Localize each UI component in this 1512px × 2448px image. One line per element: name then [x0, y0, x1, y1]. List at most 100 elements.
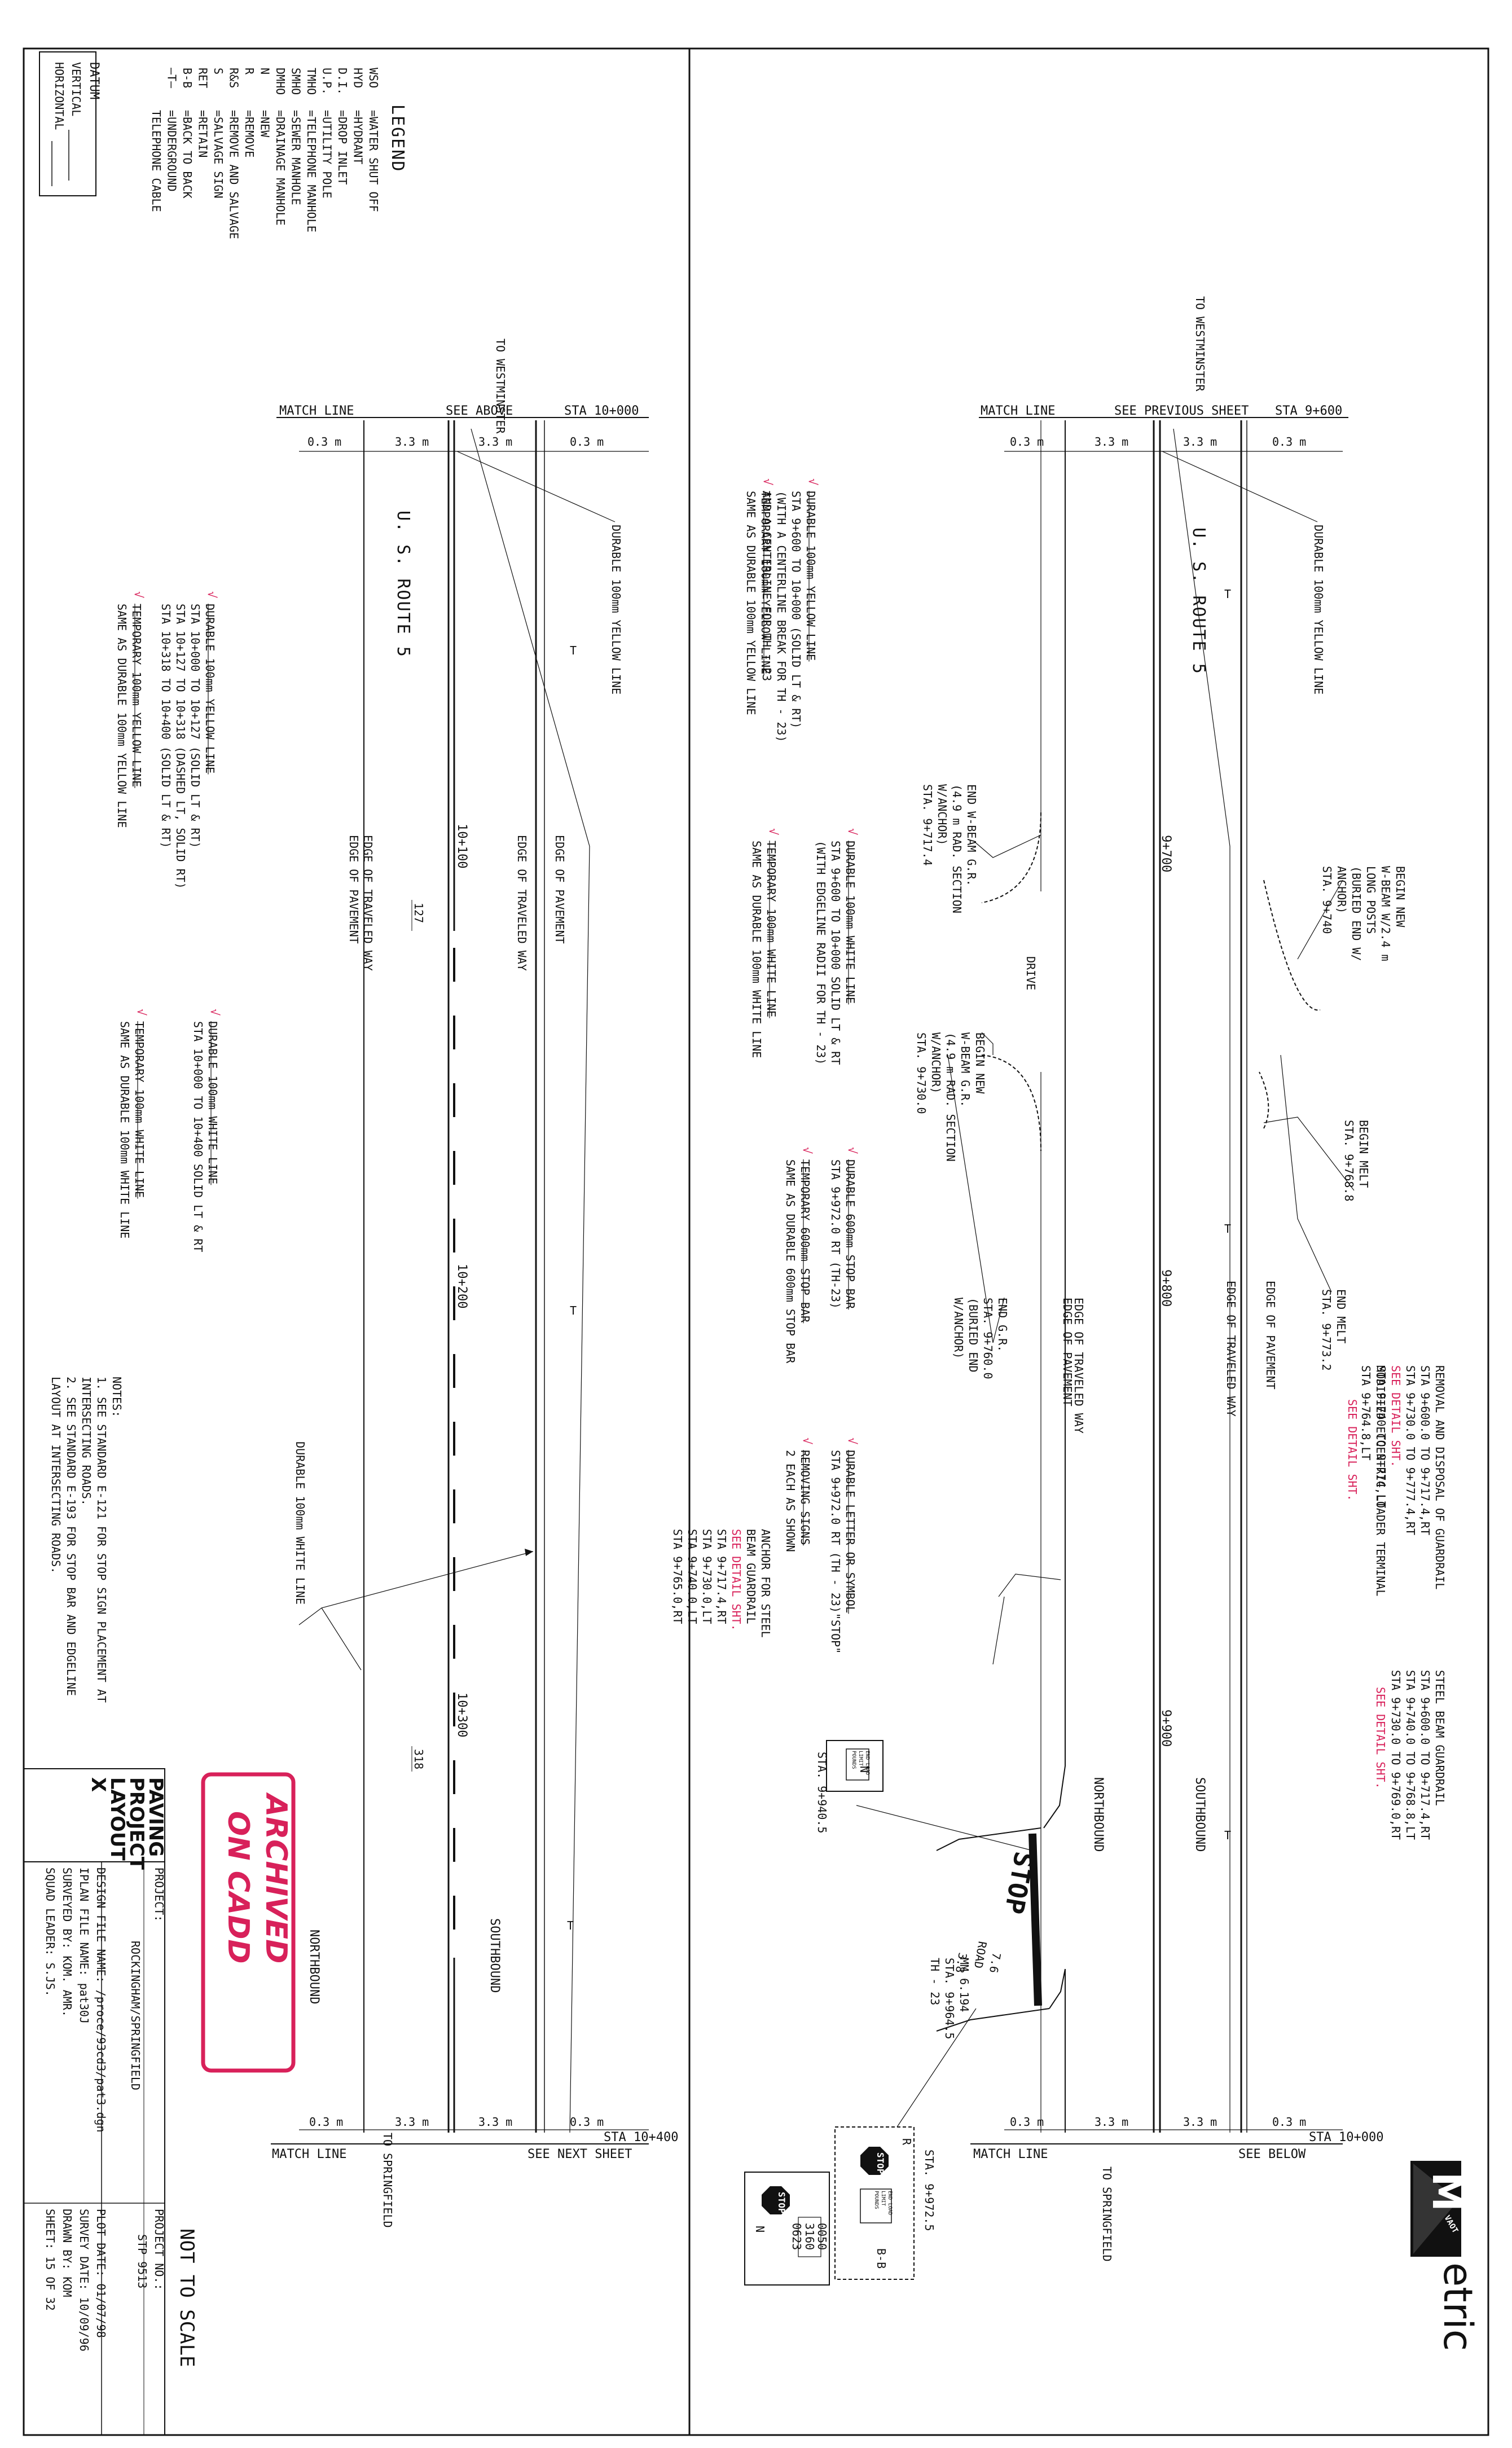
- sign-post-3: 0623: [790, 2223, 803, 2250]
- legend-abbr-8: R: [243, 68, 256, 75]
- title-line-3: X: [87, 1777, 109, 1792]
- svg-text:T: T: [1224, 1222, 1231, 1236]
- steel-beam-note-line-2: STA 9+740.0 TO 9+768.8,LT: [1404, 1670, 1417, 1840]
- legend-abbr-7: N: [258, 68, 272, 74]
- legend-desc-3: =UTILITY POLE: [320, 110, 334, 199]
- to-springfield-right: TO SPRINGFIELD: [1100, 2166, 1114, 2262]
- datum-title: DATUM: [87, 62, 101, 99]
- left-road-panel: TO WESTMINSTER TO SPRINGFIELD MATCH LINE…: [49, 339, 820, 2228]
- drawn-by: DRAWN BY: KOM: [60, 2209, 74, 2297]
- temp-white-note-right-line-1: SAME AS DURABLE 100mm WHITE LINE: [750, 841, 763, 1058]
- legend-abbr-5: SMHO: [289, 68, 303, 95]
- notes-left-line-1: 1. SEE STANDARD E-121 FOR STOP SIGN PLAC…: [95, 1377, 108, 1703]
- drive-label: DRIVE: [1024, 956, 1038, 990]
- begin-wbeam-note-2-line-3: W/ANCHOR): [929, 1032, 943, 1093]
- legend-abbr-1: HYD: [351, 68, 365, 88]
- modified-terminal-note-line-0: MODIFIED ECCENTRIC LOADER TERMINAL: [1374, 1365, 1387, 1596]
- northbound-left: NORTHBOUND: [307, 1930, 321, 2004]
- white-line-note-right-line-0: DURABLE 100mm WHITE LINE: [843, 841, 857, 1004]
- station-10300: 10+300: [455, 1693, 469, 1737]
- legend-desc-13: =UNDERGROUND: [165, 110, 179, 192]
- legend-abbr-6: DMHO: [274, 68, 287, 95]
- end-wbeam-note: END W-BEAM G.R.(4.9 m RAD. SECTIONW/ANCH…: [921, 784, 978, 913]
- logo-brand: etric: [1435, 2262, 1481, 2351]
- dim-33-right-b: 3.3 m: [1183, 435, 1217, 449]
- svg-text:T: T: [1224, 587, 1231, 601]
- legend-desc-14: TELEPHONE CABLE: [150, 110, 163, 212]
- yellow-note2-left-line-3: STA 10+318 TO 10+400 (SOLID LT & RT): [159, 604, 173, 848]
- temp-stop-bar-note-check: √: [801, 1147, 814, 1154]
- sta-end-right: STA 10+000: [1309, 2130, 1383, 2144]
- yellow-note-left-line-2: (WITH A CENTERLINE BREAK FOR TH - 23): [775, 491, 788, 742]
- temp-yellow2-left-line-1: SAME AS DURABLE 100mm YELLOW LINE: [115, 604, 129, 828]
- legend-desc-5: =SEWER MANHOLE: [289, 110, 303, 205]
- sign-3-n: N: [753, 2226, 767, 2232]
- sta-start-right: STA 9+600: [1275, 404, 1342, 418]
- see-next-sheet: SEE NEXT SHEET: [528, 2147, 632, 2161]
- project-name: ROCKINGHAM/SPRINGFIELD: [129, 1941, 142, 2090]
- see-above-label: SEE ABOVE: [446, 404, 513, 418]
- yellow-note2-left-line-1: STA 10+000 TO 10+127 (SOLID LT & RT): [188, 604, 202, 848]
- steel-beam-note-line-0: STEEL BEAM GUARDRAIL: [1433, 1670, 1447, 1806]
- svg-text:T: T: [570, 1304, 577, 1317]
- anchor-steel-note-line-0: ANCHOR FOR STEEL: [759, 1529, 772, 1638]
- see-previous-sheet: SEE PREVIOUS SHEET: [1114, 404, 1249, 418]
- northbound-right: NORTHBOUND: [1091, 1777, 1105, 1852]
- route-label-left: U. S. ROUTE 5: [393, 511, 413, 658]
- project-no: STP 9513: [135, 2234, 149, 2288]
- legend-title: LEGEND: [388, 104, 407, 172]
- dim-33-right-a: 3.3 m: [1095, 435, 1128, 449]
- dim-03-left-d: 0.3 m: [570, 2115, 604, 2129]
- removing-signs-note-check: √: [801, 1438, 814, 1444]
- legend-desc-8: =REMOVE: [243, 110, 256, 157]
- temp-white-left-line-0: TEMPORARY 100mm WHITE LINE: [133, 1021, 146, 1198]
- yellow-note-left-line-0: DURABLE 100mm YELLOW LINE: [804, 491, 817, 661]
- legend-abbr-2: D.I.: [336, 68, 349, 95]
- legend-abbr-12: B-B: [181, 68, 194, 88]
- dim-03-right-c: 0.3 m: [1010, 2115, 1044, 2129]
- end-wbeam-note-line-0: END W-BEAM G.R.: [965, 784, 978, 886]
- legend-desc-12: =BACK TO BACK: [181, 110, 194, 199]
- begin-wbeam-note-2-line-2: (4.9 m RAD. SECTION: [944, 1032, 957, 1162]
- road-text: ROAD: [972, 1940, 990, 1970]
- sta-end-left: STA 10+400: [604, 2130, 678, 2144]
- station-10200: 10+200: [455, 1264, 469, 1308]
- legend-abbr-4: TMHO: [305, 68, 318, 95]
- yellow-note2-left-check: √: [205, 591, 219, 598]
- removal-guardrail-note-line-0: REMOVAL AND DISPOSAL OF GUARDRAIL: [1433, 1365, 1447, 1589]
- temp-white-note-right-check: √: [767, 828, 780, 835]
- temp-white-left-line-1: SAME AS DURABLE 100mm WHITE LINE: [118, 1021, 131, 1238]
- notes-left-line-4: LAYOUT AT INTERSECTING ROADS.: [49, 1377, 63, 1574]
- right-callouts: END W-BEAM G.R. (4.9 m RAD. SECTIONW/ANCH…: [671, 784, 1447, 2215]
- sign-2-text-0: END LOAD: [887, 2191, 893, 2215]
- right-road-panel: TO WESTMINSTER TO SPRINGFIELD MATCH LINE…: [671, 296, 1447, 2286]
- begin-melt-note-line-1: STA. 9+768.8: [1342, 1120, 1356, 1202]
- edge-pavement-right-2: EDGE OF PAVEMENT: [1061, 1298, 1074, 1407]
- edge-traveled-right-2: EDGE OF TRAVELED WAY: [1072, 1298, 1085, 1434]
- to-westminster-left: TO WESTMINSTER: [494, 339, 507, 434]
- stop-bar-note-line-1: STA 9+972.0 RT (TH-23): [829, 1159, 842, 1309]
- legend-abbr-13: —T—: [165, 68, 179, 89]
- route-label-right: U. S. ROUTE 5: [1189, 528, 1208, 675]
- letter-symbol-note-line-1: STA 9+972.0 RT (TH - 23)"STOP": [829, 1450, 842, 1654]
- legend-abbr-9: R&S: [227, 68, 241, 88]
- southbound-left: SOUTHBOUND: [487, 1918, 502, 1993]
- stamp-line-2: ON CADD: [221, 1811, 255, 1964]
- title-line-2: LAYOUT: [106, 1777, 129, 1861]
- begin-melt-note-line-0: BEGIN MELT: [1357, 1120, 1370, 1188]
- edge-traveled-left-2: EDGE OF TRAVELED WAY: [361, 835, 375, 971]
- sheet-number: SHEET: 15 OF 32: [43, 2209, 57, 2311]
- yellow-note2-left-line-0: DURABLE 100mm YELLOW LINE: [203, 604, 217, 773]
- temp-yellow-left-line-0: TEMPORARY 100mm YELLOW LINE: [759, 491, 772, 674]
